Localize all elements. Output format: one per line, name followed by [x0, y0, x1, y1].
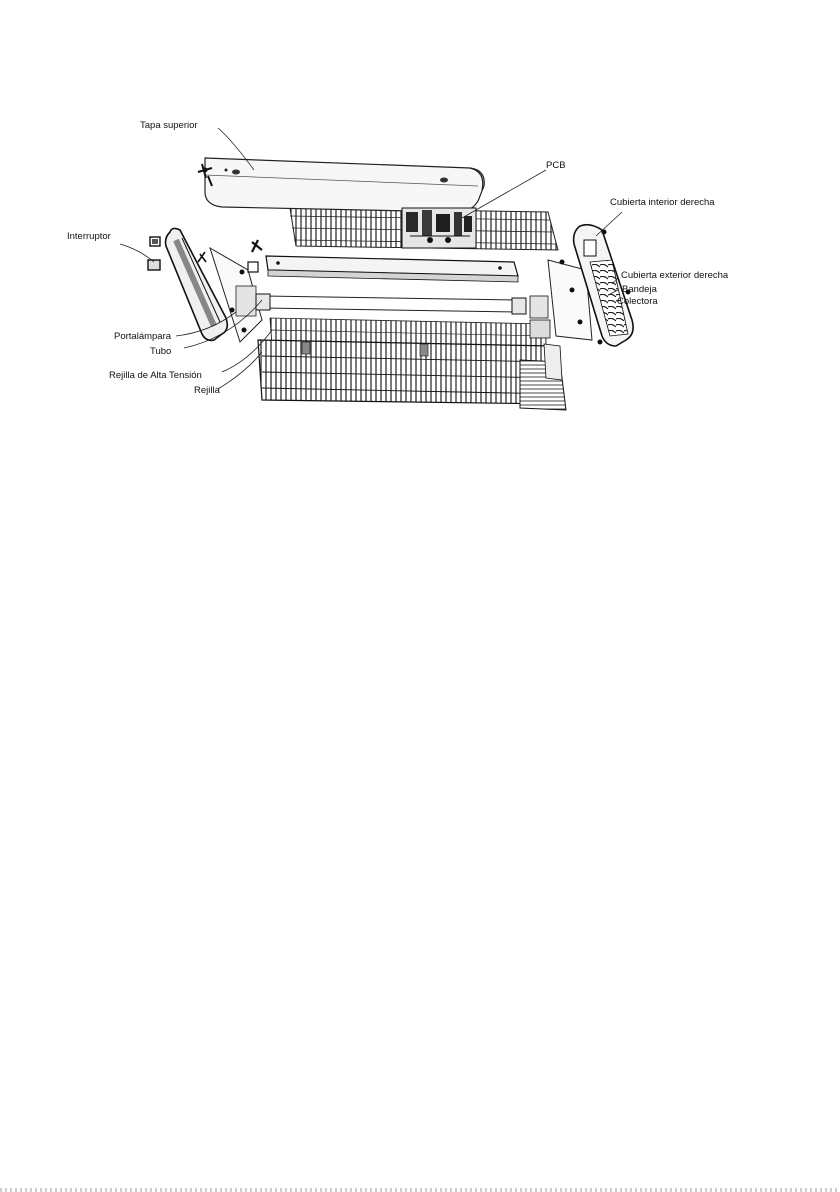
leader-interruptor [120, 244, 154, 262]
label-cubierta-exterior-derecha: Cubierta exterior derecha [621, 270, 728, 281]
pcb-board [402, 208, 476, 248]
page-bottom-edge [0, 1188, 840, 1192]
uv-tube [256, 294, 526, 314]
label-colectora: Colectora [617, 296, 658, 307]
label-pcb: PCB [546, 160, 566, 171]
front-grill [258, 340, 560, 404]
label-tapa-superior: Tapa superior [140, 120, 198, 131]
label-interruptor: Interruptor [67, 231, 111, 242]
clip-parts [248, 240, 262, 272]
left-end-cap [166, 228, 263, 342]
label-rejilla: Rejilla [194, 385, 220, 396]
label-portalampara: Portalámpara [114, 331, 171, 342]
exploded-view-diagram [0, 0, 840, 460]
leader-cubierta-interior [596, 212, 622, 236]
label-bandeja: Bandeja [622, 284, 657, 295]
label-cubierta-interior-derecha: Cubierta interior derecha [610, 197, 715, 208]
label-tubo: Tubo [150, 346, 171, 357]
inner-rail [266, 256, 518, 282]
top-cover [205, 158, 484, 212]
label-rejilla-alta-tension: Rejilla de Alta Tensión [109, 370, 202, 381]
